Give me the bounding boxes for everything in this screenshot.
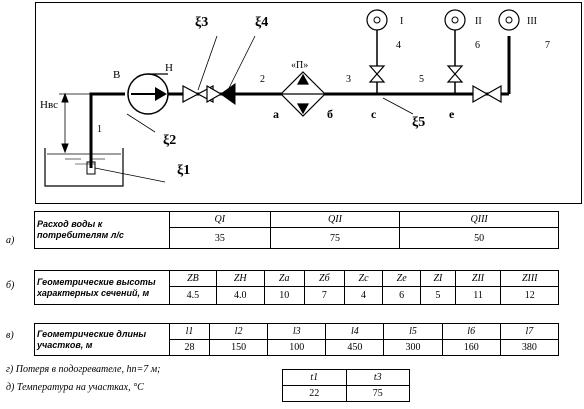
table-v-col: l3: [267, 323, 327, 340]
table-v-col: l6: [441, 323, 501, 340]
node-e-label: е: [449, 107, 455, 121]
section-3-label: 3: [346, 74, 351, 85]
table-temperatures: t1 t3 22 75: [282, 369, 410, 402]
table-d-value: 75: [345, 385, 410, 402]
xi4-leader: [227, 35, 256, 91]
note-temperatures: д) Температура на участках, °С: [6, 382, 144, 393]
table-a-header: Расход воды к потребителям л/с: [34, 211, 170, 249]
table-a-value: 35: [169, 227, 271, 249]
pipeline-scheme: Нвс 1 В Н ξ3 ξ4 ξ2 ξ1 2 «П» а б 3: [35, 2, 582, 204]
table-v-col: l2: [208, 323, 269, 340]
table-v-value: 160: [441, 339, 501, 356]
table-lengths: Геометрические длины участков, м l1 l2 l…: [34, 323, 560, 356]
table-b-value: 4.5: [169, 286, 217, 305]
scheme-frame: [35, 2, 582, 204]
table-b-value: 12: [500, 286, 559, 305]
row-letter-v: в): [6, 330, 14, 341]
table-b-value: 4.0: [215, 286, 265, 305]
consumer-3-label: III: [527, 16, 537, 27]
check-valve-xi4: [206, 83, 236, 105]
xi5-leader: [382, 97, 414, 115]
table-d-col: t1: [282, 369, 347, 386]
section-5-label: 5: [419, 74, 424, 85]
pump: [127, 73, 169, 115]
node-c-label: с: [371, 107, 377, 121]
row-letter-a: а): [6, 235, 15, 246]
heater-label: «П»: [291, 60, 308, 71]
table-d-value: 22: [282, 385, 347, 402]
consumer-1-label: I: [400, 16, 403, 27]
node-a-label: а: [273, 107, 279, 121]
water-tank: [44, 148, 124, 187]
pump-outlet-label: Н: [165, 62, 173, 74]
table-v-header: Геометрические длины участков, м: [34, 323, 170, 356]
node-b-label: б: [327, 107, 333, 121]
table-b-col: ZН: [215, 270, 265, 287]
table-b-col: Zб: [303, 270, 345, 287]
table-b-value: 7: [303, 286, 345, 305]
table-v-col: l7: [499, 323, 560, 340]
table-b-value: 6: [382, 286, 422, 305]
valve-consumer-3: [472, 84, 502, 104]
table-v-col: l4: [325, 323, 385, 340]
table-v-value: 300: [383, 339, 443, 356]
section-4-label: 4: [396, 40, 401, 51]
table-a-value: 50: [399, 227, 559, 249]
table-b-col: Zс: [343, 270, 384, 287]
xi1-label: ξ1: [177, 163, 190, 178]
consumer-3: [498, 9, 520, 31]
suction-height-label: Нвс: [40, 99, 58, 111]
table-v-value: 28: [169, 339, 210, 356]
table-v-value: 150: [208, 339, 269, 356]
table-b-col: ZI: [420, 270, 456, 287]
xi5-label: ξ5: [412, 115, 425, 130]
table-d-col: t3: [345, 369, 410, 386]
consumer-2-label: II: [475, 16, 482, 27]
table-b-col: ZII: [454, 270, 502, 287]
consumer-2: [444, 9, 466, 31]
suction-pipe: [89, 92, 125, 168]
table-b-header: Геометрические высоты характерных сечени…: [34, 270, 170, 305]
table-b-col: ZIII: [500, 270, 559, 287]
suction-height-dimension: [59, 92, 90, 154]
pump-inlet-label: В: [113, 69, 120, 81]
xi2-label: ξ2: [163, 133, 176, 148]
section-2-label: 2: [260, 74, 265, 85]
table-b-value: 11: [454, 286, 502, 305]
xi4-label: ξ4: [255, 15, 268, 30]
table-b-col: ZВ: [169, 270, 217, 287]
xi2-leader: [126, 113, 156, 133]
xi1-leader: [94, 167, 166, 183]
row-letter-b: б): [6, 280, 15, 291]
table-b-value: 4: [343, 286, 384, 305]
valve-consumer-2: [446, 65, 464, 83]
table-v-value: 100: [267, 339, 327, 356]
section-1-label: 1: [97, 124, 102, 135]
valve-xi5: [368, 65, 386, 83]
table-a-value: 75: [269, 227, 401, 249]
table-v-col: l1: [169, 323, 210, 340]
note-heater-loss: г) Потеря в подогревателе, hп=7 м;: [6, 364, 161, 375]
table-a-col: QIII: [399, 211, 559, 228]
table-b-col: Zе: [382, 270, 422, 287]
xi3-label: ξ3: [195, 15, 208, 30]
consumer-1: [366, 9, 388, 31]
table-heights: Геометрические высоты характерных сечени…: [34, 270, 559, 305]
table-flow-rates: Расход воды к потребителям л/с QI QII QI…: [34, 211, 559, 249]
table-b-col: Zа: [263, 270, 305, 287]
table-v-value: 450: [325, 339, 385, 356]
table-b-value: 5: [420, 286, 456, 305]
table-b-value: 10: [263, 286, 305, 305]
section-6-label: 6: [475, 40, 480, 51]
table-a-col: QII: [269, 211, 401, 228]
table-v-value: 380: [499, 339, 560, 356]
xi3-leader: [197, 35, 218, 91]
heater: [280, 71, 326, 117]
table-a-col: QI: [169, 211, 271, 228]
section-7-label: 7: [545, 40, 550, 51]
table-v-col: l5: [383, 323, 443, 340]
